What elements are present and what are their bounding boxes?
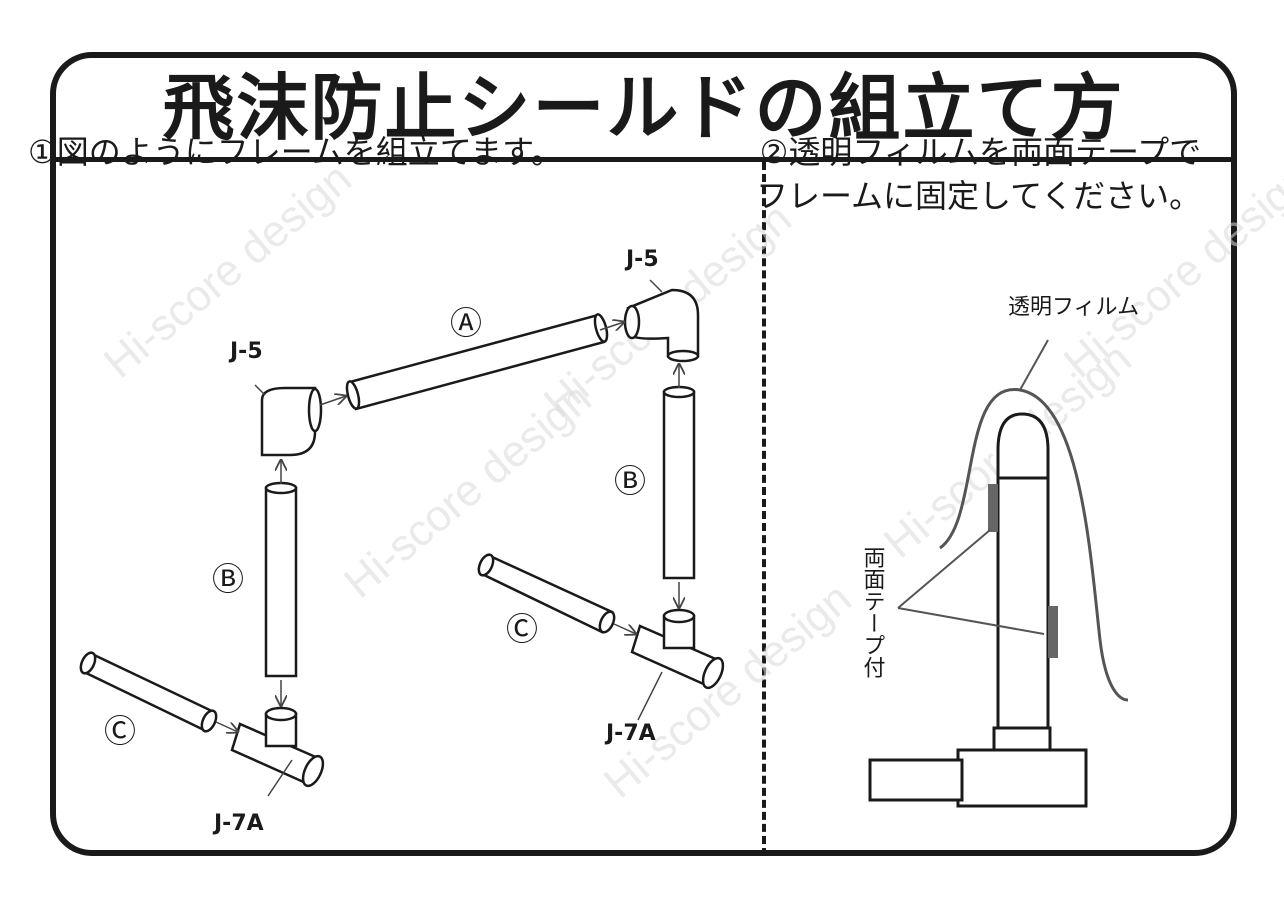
label-pipe-c-left: Ⓒ bbox=[104, 712, 136, 750]
tape-strip-2 bbox=[1048, 606, 1058, 658]
left-elbow-j5 bbox=[260, 386, 323, 457]
label-film: 透明フィルム bbox=[1008, 295, 1139, 320]
frame-elbow-cap bbox=[996, 412, 1050, 480]
frame-side-pipe bbox=[868, 758, 964, 802]
watermark: Hi-score design bbox=[595, 574, 861, 808]
step-2-text: ②透明フィルムを両面テープで フレームに固定してください。 bbox=[726, 130, 1201, 218]
watermark: Hi-score design bbox=[1055, 154, 1284, 388]
step-1-text: ①図のようにフレームを組立てます。 bbox=[28, 133, 563, 171]
film-leader-line bbox=[1019, 339, 1049, 391]
label-pipe-a: Ⓐ bbox=[450, 304, 482, 342]
frame-tee-neck bbox=[992, 726, 1052, 752]
transparent-film bbox=[939, 388, 1129, 702]
label-pipe-c-right: Ⓒ bbox=[506, 610, 538, 648]
label-tape: 両面テープ付 bbox=[860, 546, 886, 678]
label-pipe-b-left: Ⓑ bbox=[212, 560, 244, 598]
label-j7a-right: J-7A bbox=[604, 721, 656, 746]
right-pipe-c bbox=[477, 553, 616, 634]
step-2-line-2: フレームに固定してください。 bbox=[756, 177, 1202, 215]
left-pipe-b bbox=[264, 481, 298, 678]
label-j7a-left: J-7A bbox=[212, 811, 264, 836]
frame-tee-body bbox=[956, 748, 1088, 808]
tape-leader-lines bbox=[897, 529, 1045, 635]
title-band: 飛沫防止シールドの組立て方 bbox=[56, 58, 1231, 162]
right-pipe-b bbox=[662, 385, 696, 580]
watermark: Hi-score design bbox=[95, 154, 361, 388]
frame-vertical-pipe bbox=[996, 476, 1050, 732]
label-j5-left: J-5 bbox=[228, 339, 263, 364]
film-frame-illustration bbox=[868, 339, 1129, 808]
left-tee-j7a bbox=[230, 706, 325, 788]
right-elbow-j5 bbox=[623, 288, 700, 363]
label-pipe-b-right: Ⓑ bbox=[614, 462, 646, 500]
dashed-divider bbox=[762, 162, 766, 850]
label-j5-right: J-5 bbox=[624, 247, 659, 272]
tape-strip-1 bbox=[988, 484, 998, 532]
left-pipe-c bbox=[79, 651, 218, 733]
page-title: 飛沫防止シールドの組立て方 bbox=[162, 65, 1125, 150]
right-tee-j7a bbox=[630, 608, 725, 690]
connection-arrows bbox=[215, 279, 679, 797]
step-2-line-1: ②透明フィルムを両面テープで bbox=[759, 133, 1202, 171]
